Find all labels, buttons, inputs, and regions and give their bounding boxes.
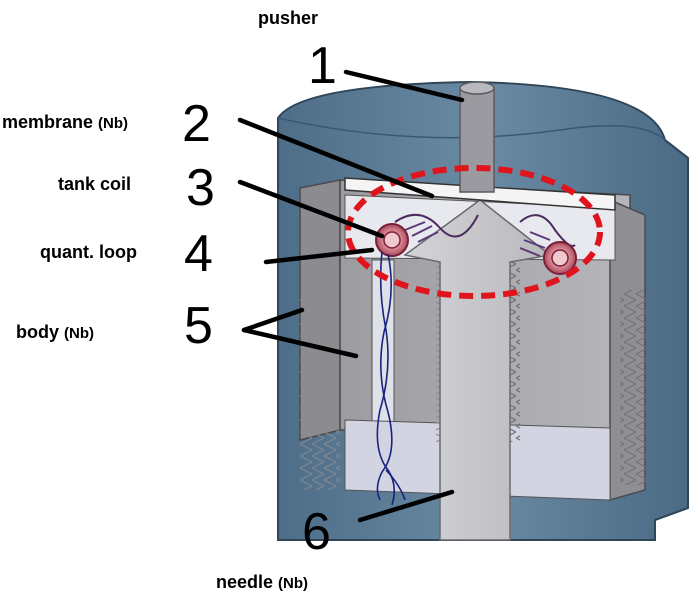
number-2: 2	[182, 95, 211, 153]
leader-line-5b	[241, 327, 359, 359]
label-tank-coil: tank coil	[58, 174, 132, 194]
quant-loop-wire	[376, 251, 406, 506]
number-1: 1	[308, 37, 337, 95]
number-6: 6	[302, 503, 331, 561]
leader-lines	[237, 69, 465, 523]
number-4: 4	[184, 225, 213, 283]
leader-line-1	[343, 69, 465, 103]
label-pusher: pusher	[258, 8, 319, 28]
label-quant-loop: quant. loop	[40, 242, 137, 262]
leader-line-4	[263, 247, 375, 265]
label-needle: needle (Nb)	[216, 572, 309, 592]
number-3: 3	[186, 159, 215, 217]
pusher-rod	[459, 81, 495, 193]
leader-line-5a	[241, 307, 305, 333]
sensor-region-highlight	[345, 165, 603, 299]
tank-coil-part	[375, 213, 577, 275]
leader-line-2	[237, 117, 435, 199]
leader-line-6	[357, 489, 455, 523]
leader-line-3	[237, 179, 385, 239]
label-body: body (Nb)	[16, 322, 94, 342]
label-membrane: membrane (Nb)	[2, 112, 129, 132]
number-5: 5	[184, 297, 213, 355]
